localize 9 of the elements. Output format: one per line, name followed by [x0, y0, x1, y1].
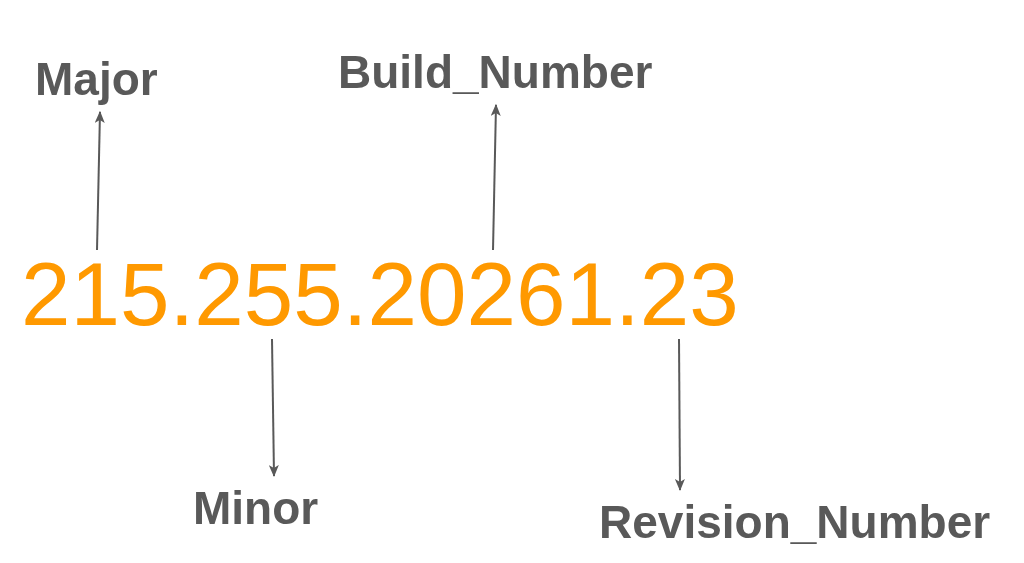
field-label: Build_Number [338, 46, 653, 99]
field-label: Minor [193, 482, 319, 535]
arrow [490, 103, 501, 251]
arrow [94, 110, 105, 251]
field-label: Major [35, 53, 158, 106]
field-label: Revision_Number [599, 496, 991, 549]
arrow [268, 338, 279, 477]
version-number: 215.255.20261.23 [21, 250, 739, 339]
arrow [674, 338, 685, 491]
